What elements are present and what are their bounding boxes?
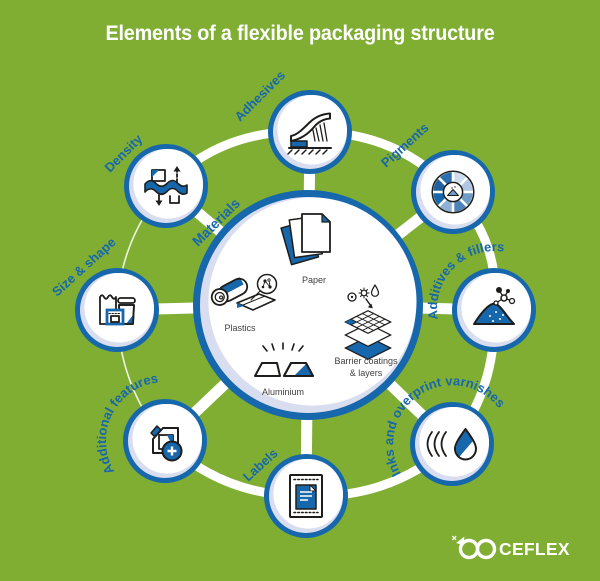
inks-varnishes-icon — [426, 428, 477, 461]
infinity-icon — [458, 538, 497, 560]
aluminium-icon — [254, 342, 314, 377]
barrier-coatings-icon — [344, 284, 392, 360]
barrier-coatings-label-line1: Barrier coatings — [334, 356, 398, 366]
inks-varnishes-node — [410, 402, 494, 486]
pigments-icon — [431, 170, 475, 214]
additives-fillers-icon — [473, 287, 516, 325]
ceflex-logo: CEFLEX — [451, 535, 570, 560]
size-shape-node — [75, 268, 159, 352]
additional-features-icon — [150, 425, 183, 462]
additives-fillers-node — [452, 268, 536, 352]
paper-icon — [280, 213, 331, 266]
plastics-icon — [210, 273, 278, 311]
adhesives-icon — [287, 112, 332, 155]
paper-label: Paper — [302, 275, 326, 285]
labels-node — [264, 454, 348, 538]
pigments-node — [411, 150, 495, 234]
size-shape-icon — [99, 294, 136, 326]
density-node — [124, 144, 208, 228]
page-title: Elements of a flexible packaging structu… — [105, 21, 495, 45]
additional-features-node — [123, 399, 207, 483]
materials-hub-circle — [193, 190, 423, 420]
aluminium-label: Aluminium — [262, 387, 304, 397]
sparkle-icon — [451, 535, 457, 541]
plastics-label: Plastics — [224, 323, 256, 333]
adhesives-node — [268, 90, 352, 174]
labels-icon — [289, 474, 323, 518]
barrier-coatings-label-line2: & layers — [350, 368, 383, 378]
logo-wordmark: CEFLEX — [499, 539, 570, 559]
infinity-arrow — [456, 536, 465, 545]
density-icon — [144, 166, 188, 206]
